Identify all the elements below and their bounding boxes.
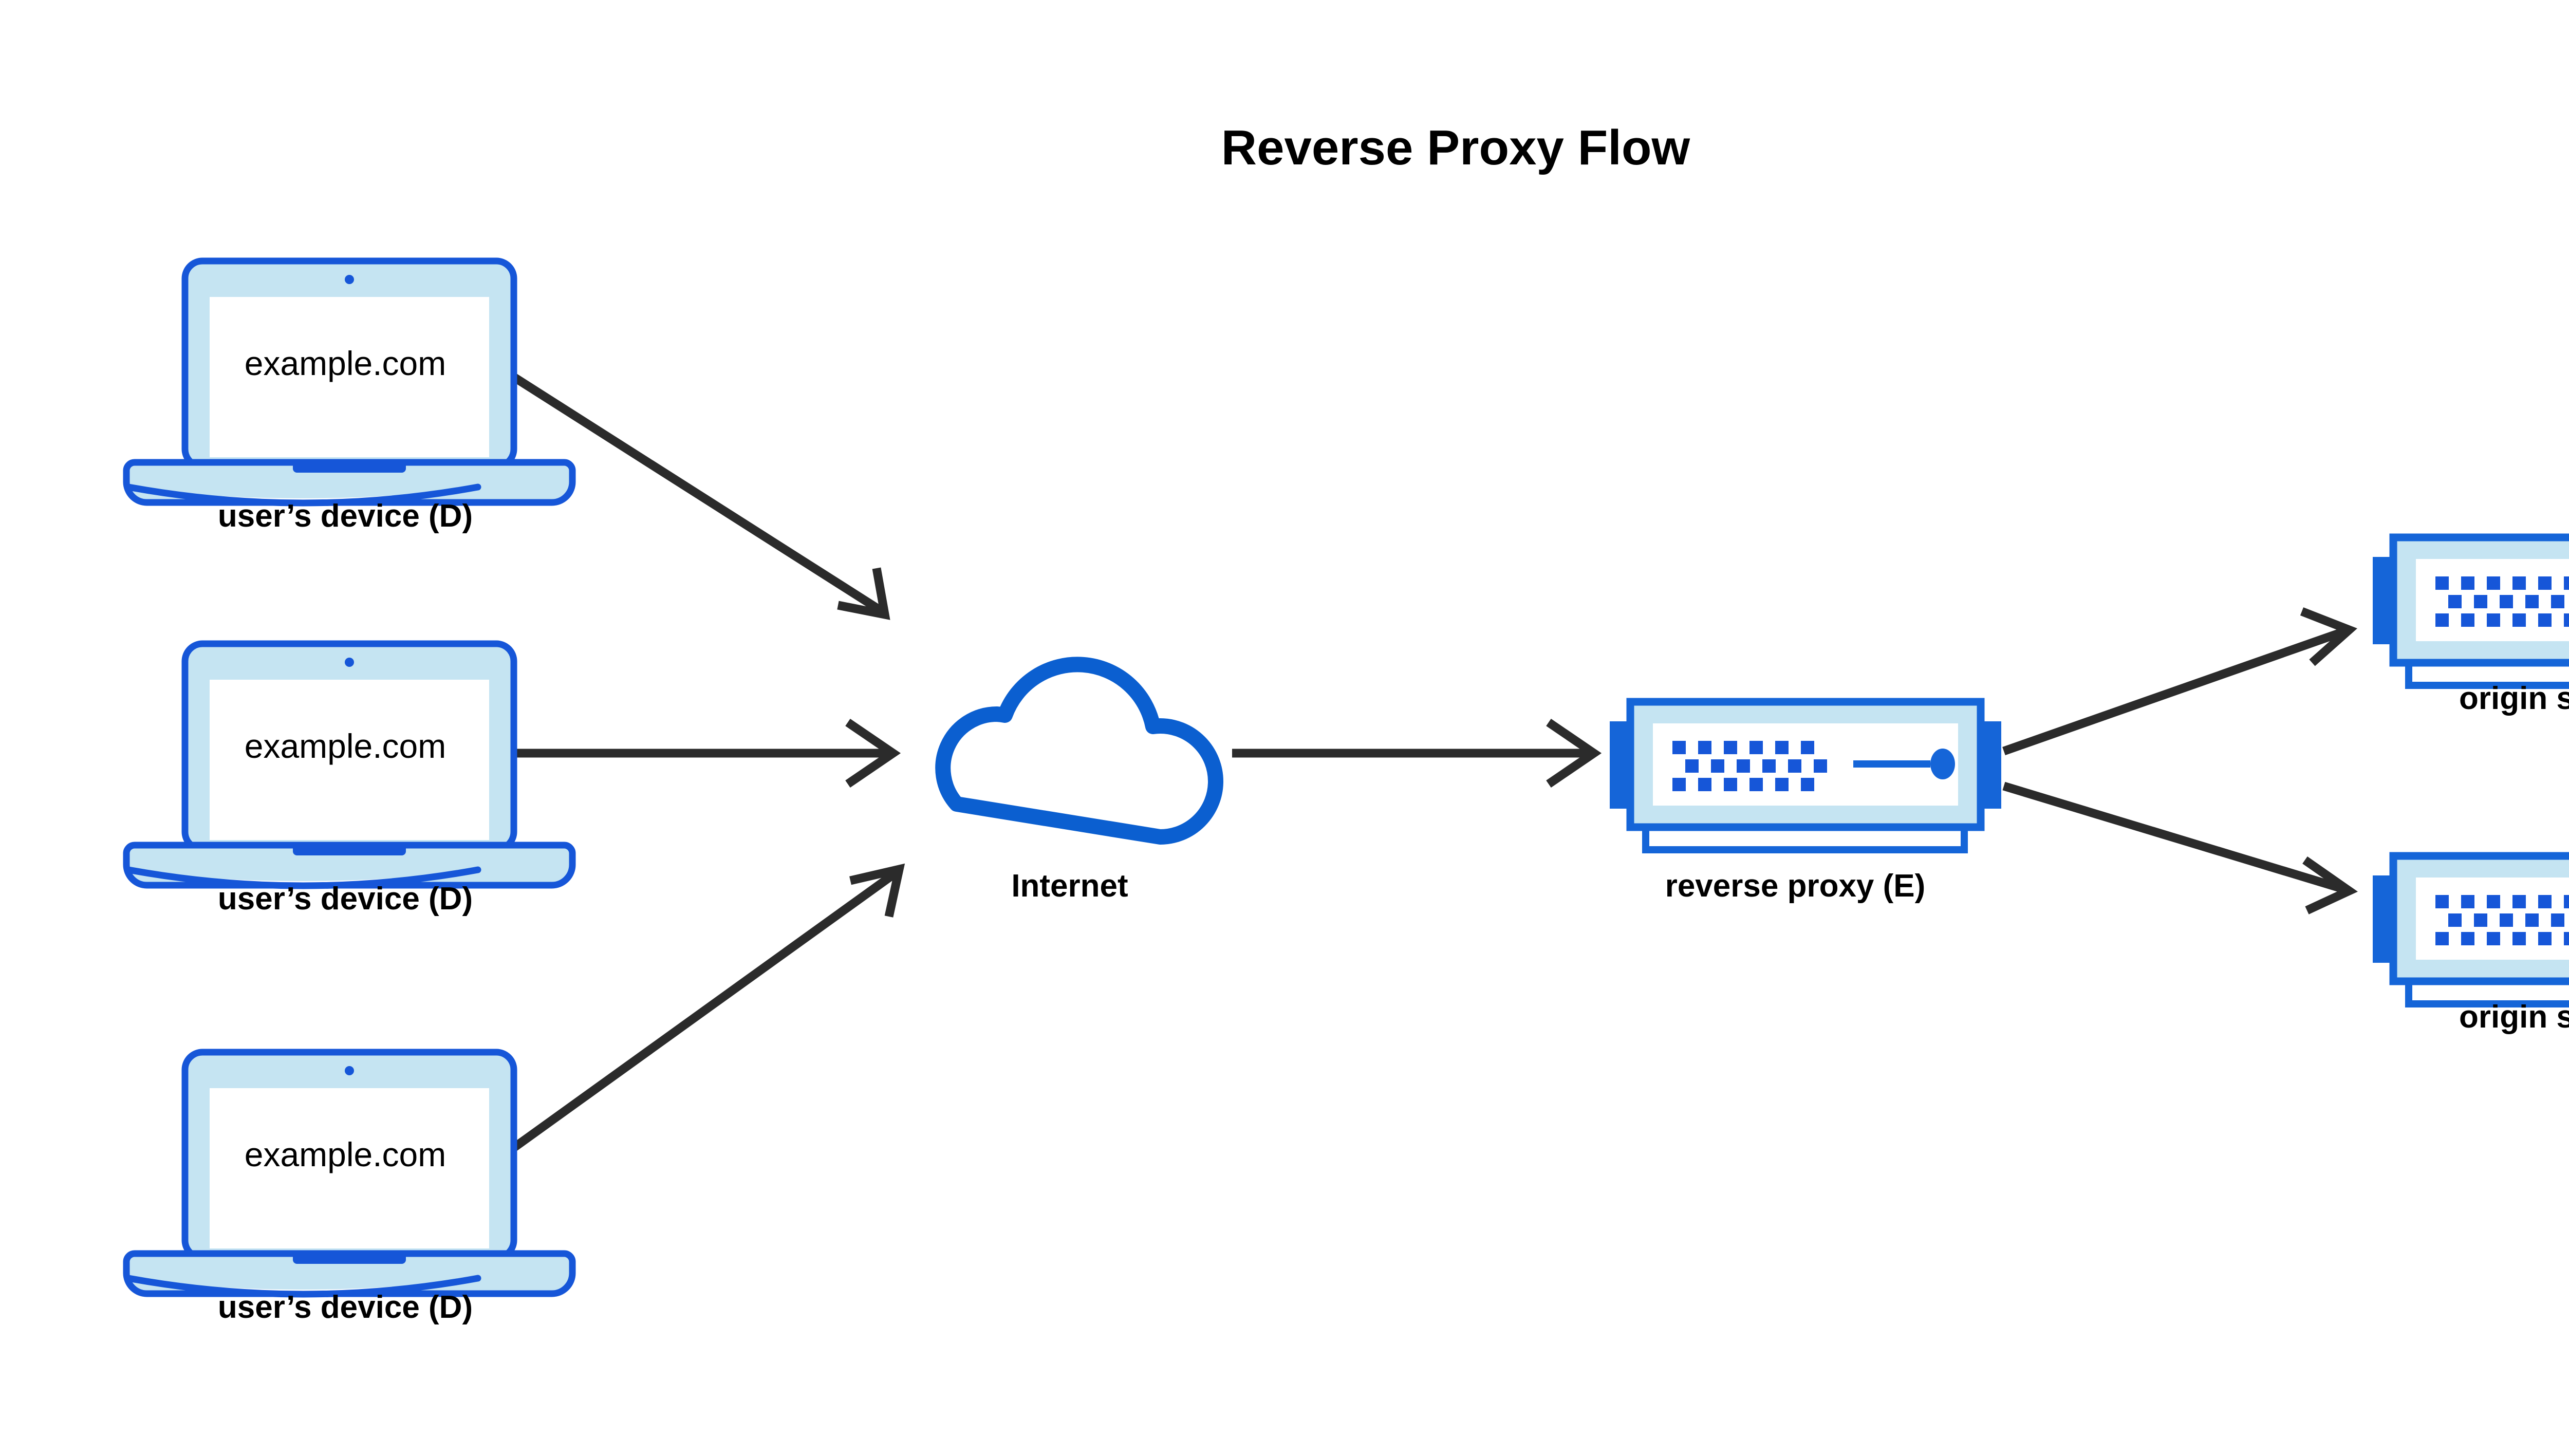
server-icon bbox=[1610, 702, 2001, 850]
laptop-base-icon bbox=[126, 844, 572, 886]
internet-label: Internet bbox=[1011, 868, 1128, 904]
arrowhead-icon bbox=[1546, 718, 1602, 788]
edge-proxy-to-origin-top bbox=[2002, 607, 2358, 756]
edge-internet-to-proxy bbox=[1232, 718, 1602, 788]
client-top-node[interactable]: example.com user’s device (D) bbox=[126, 261, 572, 534]
client-top-screen-text: example.com bbox=[245, 344, 446, 382]
client-middle-node[interactable]: example.com user’s device (D) bbox=[126, 644, 572, 917]
internet-node[interactable]: Internet bbox=[943, 664, 1216, 904]
origin-top-node[interactable]: origin server (F) bbox=[2373, 537, 2569, 716]
laptop-base-icon bbox=[126, 1253, 572, 1294]
origin-bottom-node[interactable]: origin server (F) bbox=[2373, 856, 2569, 1035]
arrowhead-icon bbox=[845, 718, 901, 788]
edge-client-bottom-to-internet bbox=[498, 863, 905, 1161]
reverse-proxy-label: reverse proxy (E) bbox=[1665, 868, 1926, 904]
client-bottom-screen-text: example.com bbox=[245, 1135, 446, 1173]
arrowhead-icon bbox=[2300, 607, 2358, 666]
laptop-base-icon bbox=[126, 461, 572, 503]
page-title: Reverse Proxy Flow bbox=[1221, 120, 1690, 175]
arrowhead-icon bbox=[837, 567, 890, 620]
client-middle-label: user’s device (D) bbox=[218, 881, 473, 917]
server-icon bbox=[2373, 537, 2569, 685]
client-top-label: user’s device (D) bbox=[218, 498, 473, 534]
client-bottom-label: user’s device (D) bbox=[218, 1290, 473, 1325]
edge-proxy-to-origin-bottom bbox=[2002, 781, 2358, 914]
edge-client-middle-to-internet bbox=[506, 718, 901, 788]
client-bottom-node[interactable]: example.com user’s device (D) bbox=[126, 1052, 572, 1325]
arrowhead-icon bbox=[849, 863, 905, 918]
reverse-proxy-node[interactable]: reverse proxy (E) bbox=[1610, 702, 2001, 904]
cloud-icon bbox=[943, 664, 1216, 837]
origin-bottom-label: origin server (F) bbox=[2459, 999, 2569, 1035]
edge-client-top-to-internet bbox=[497, 364, 890, 620]
arrowhead-icon bbox=[2302, 856, 2358, 914]
client-middle-screen-text: example.com bbox=[245, 727, 446, 765]
server-icon bbox=[2373, 856, 2569, 1004]
origin-top-label: origin server (F) bbox=[2459, 681, 2569, 716]
